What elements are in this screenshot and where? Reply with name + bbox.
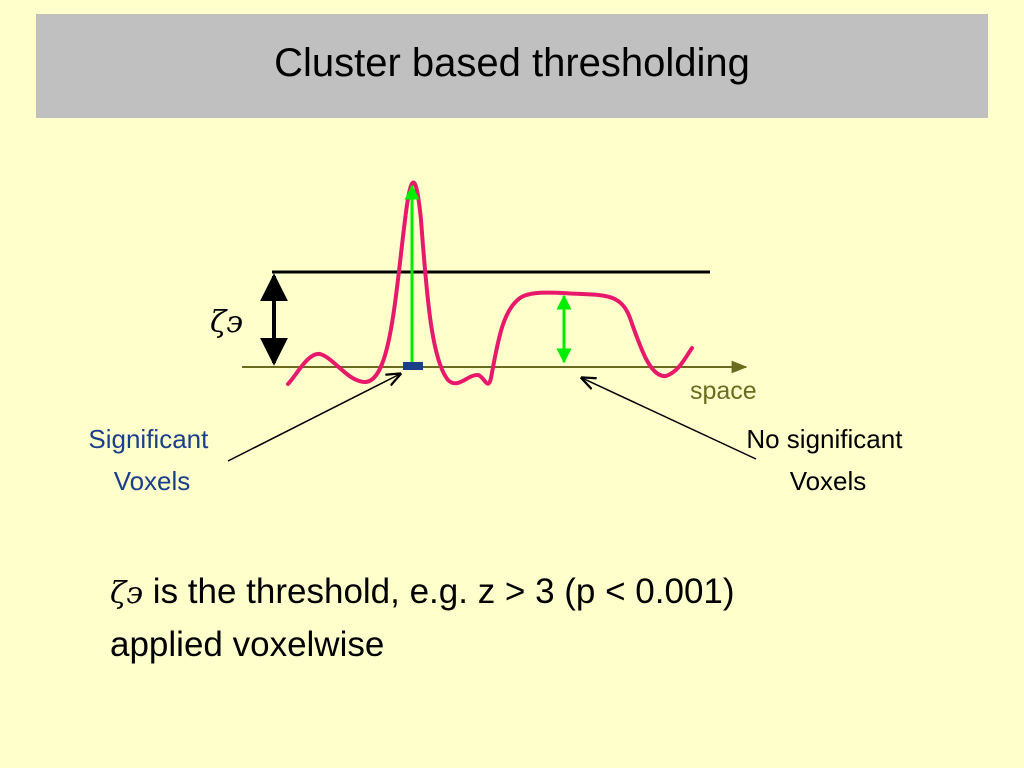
significant-pointer-line (227, 374, 400, 462)
signal-curve (286, 180, 694, 386)
caption-threshold-symbol: ζ϶ (110, 576, 144, 611)
no-significant-label-line1: No significant (746, 424, 903, 454)
significant-label-line1: Significant (88, 424, 209, 454)
slide-title: Cluster based thresholding (274, 40, 750, 85)
significant-label-line2: Voxels (114, 466, 191, 496)
no-significant-label-line2: Voxels (790, 466, 867, 496)
caption-line2: applied voxelwise (110, 625, 385, 664)
caption-line1: ζ϶ is the threshold, e.g. z > 3 (p < 0.0… (110, 566, 970, 619)
space-axis-label: space (690, 377, 757, 405)
no-significant-label: No significant Voxels (746, 424, 909, 496)
significant-voxel-marker (403, 362, 423, 370)
caption: ζ϶ is the threshold, e.g. z > 3 (p < 0.0… (110, 566, 970, 670)
title-bar: Cluster based thresholding (36, 14, 988, 118)
no-significant-pointer-line (582, 378, 757, 460)
significant-label: Significant Voxels (88, 424, 215, 496)
caption-line1-text: is the threshold, e.g. z > 3 (p < 0.001) (143, 572, 735, 611)
threshold-symbol: ζ϶ (210, 305, 243, 340)
